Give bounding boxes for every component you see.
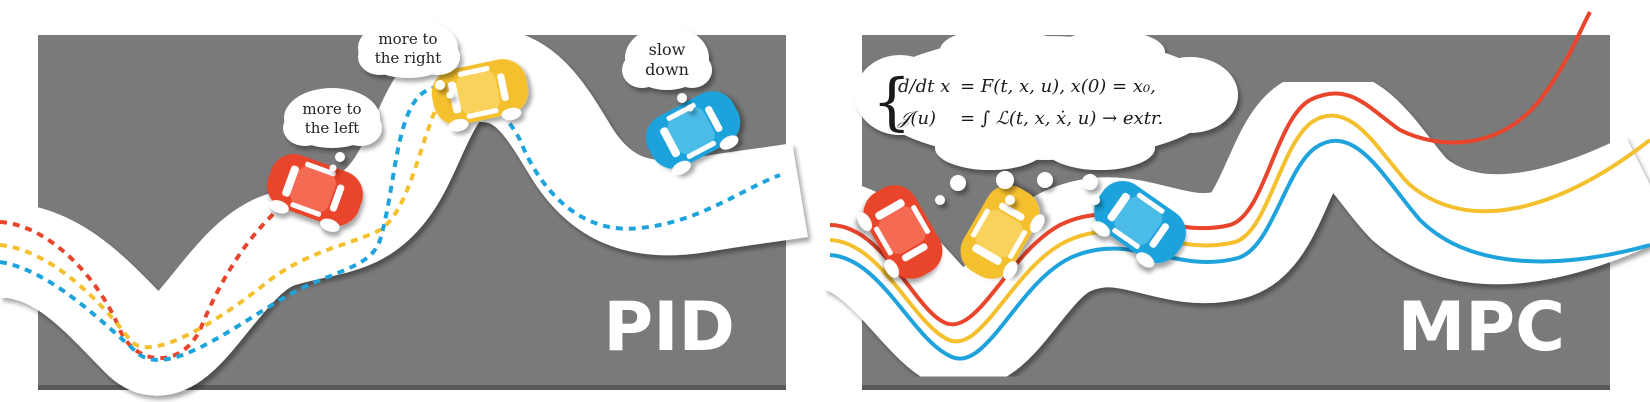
car-side-window — [686, 140, 716, 159]
car-side-window — [305, 161, 336, 177]
pid-thought-right-line1: more to — [378, 30, 437, 48]
car-wheel — [1003, 261, 1018, 280]
pid-trajectory-blue — [0, 83, 781, 362]
pid-thought-bubble-right — [358, 18, 460, 99]
car-rear-window — [901, 243, 928, 262]
car-wheel — [1030, 214, 1045, 233]
car-side-window — [290, 202, 322, 217]
mpc-blue-car — [1092, 180, 1186, 268]
car-wheel — [1136, 252, 1155, 268]
mpc-yellow-car — [960, 185, 1045, 280]
pid-thought-left-line1: more to — [302, 100, 361, 118]
mpc-panel-shadow-edge — [862, 385, 1610, 390]
mpc-red-car — [857, 185, 943, 279]
car-windshield — [972, 244, 1002, 265]
car-roof — [1114, 196, 1163, 245]
car-side-window — [911, 205, 931, 234]
car-side-window — [1008, 230, 1028, 259]
pid-blue-car — [645, 91, 741, 175]
car-windshield — [875, 199, 905, 220]
car-wheel — [719, 135, 739, 150]
car-wheel — [672, 160, 691, 175]
car-side-window — [970, 208, 990, 238]
pid-label: PID — [603, 288, 735, 367]
mpc-panel: { d/dt x = F(t, x, u), x(0) = x₀, 𝒥(u) =… — [819, 11, 1650, 390]
car-wheel — [320, 218, 340, 232]
car-wheel — [857, 212, 872, 231]
mpc-equation-line1-rhs: = F(t, x, u), x(0) = x₀, — [960, 76, 1156, 97]
car-wheel — [501, 107, 522, 121]
car-side-window — [873, 226, 893, 256]
car-rear-window — [329, 184, 345, 212]
mpc-equation-line2-rhs: = ∫ ℒ(t, x, ẋ, u) → extr. — [960, 108, 1163, 129]
pid-thought-bubble-left — [283, 88, 382, 172]
pid-thought-slow-line1: slow — [649, 40, 686, 59]
car-side-window — [1112, 228, 1140, 249]
car-roof — [290, 166, 336, 213]
car-windshield — [660, 127, 681, 158]
car-roof — [975, 210, 1023, 258]
pid-panel: more to the left more to the right slow … — [0, 18, 808, 396]
mpc-trajectory-blue — [829, 139, 1650, 361]
pid-road — [0, 27, 808, 396]
pid-red-car — [267, 154, 363, 232]
pid-trajectory-yellow — [0, 76, 471, 350]
mpc-label: MPC — [1398, 288, 1565, 367]
car-roof — [456, 70, 500, 115]
car-rear-window — [497, 73, 509, 101]
car-rear-window — [998, 202, 1025, 221]
car-side-window — [457, 65, 490, 77]
pid-thought-right-line2: the right — [375, 49, 442, 67]
mpc-equation-brace: { — [872, 65, 911, 138]
car-windshield — [1107, 192, 1130, 222]
mpc-trajectory-yellow — [829, 113, 1650, 344]
car-side-window — [1136, 192, 1165, 214]
car-side-window — [466, 108, 499, 119]
car-rear-window — [1149, 223, 1169, 248]
pid-thought-bubble-slow — [622, 26, 712, 112]
car-rear-window — [705, 106, 723, 132]
pid-thought-slow-line2: down — [645, 60, 689, 79]
car-wheel — [448, 118, 469, 132]
mpc-equation-line1-lhs: d/dt x — [898, 76, 950, 97]
car-roof — [878, 206, 926, 254]
mpc-thought-cloud — [855, 28, 1238, 205]
pid-yellow-car — [431, 59, 529, 132]
pid-thought-left-line2: the left — [305, 119, 360, 137]
car-windshield — [447, 81, 462, 114]
car-wheel — [1092, 221, 1110, 237]
mpc-equation-line2-lhs: 𝒥(u) — [897, 108, 936, 129]
car-roof — [667, 107, 715, 155]
car-wheel — [269, 200, 289, 214]
car-wheel — [884, 259, 899, 278]
pid-panel-shadow-edge — [38, 385, 786, 390]
car-windshield — [282, 165, 299, 197]
mpc-trajectory-red — [829, 11, 1592, 327]
